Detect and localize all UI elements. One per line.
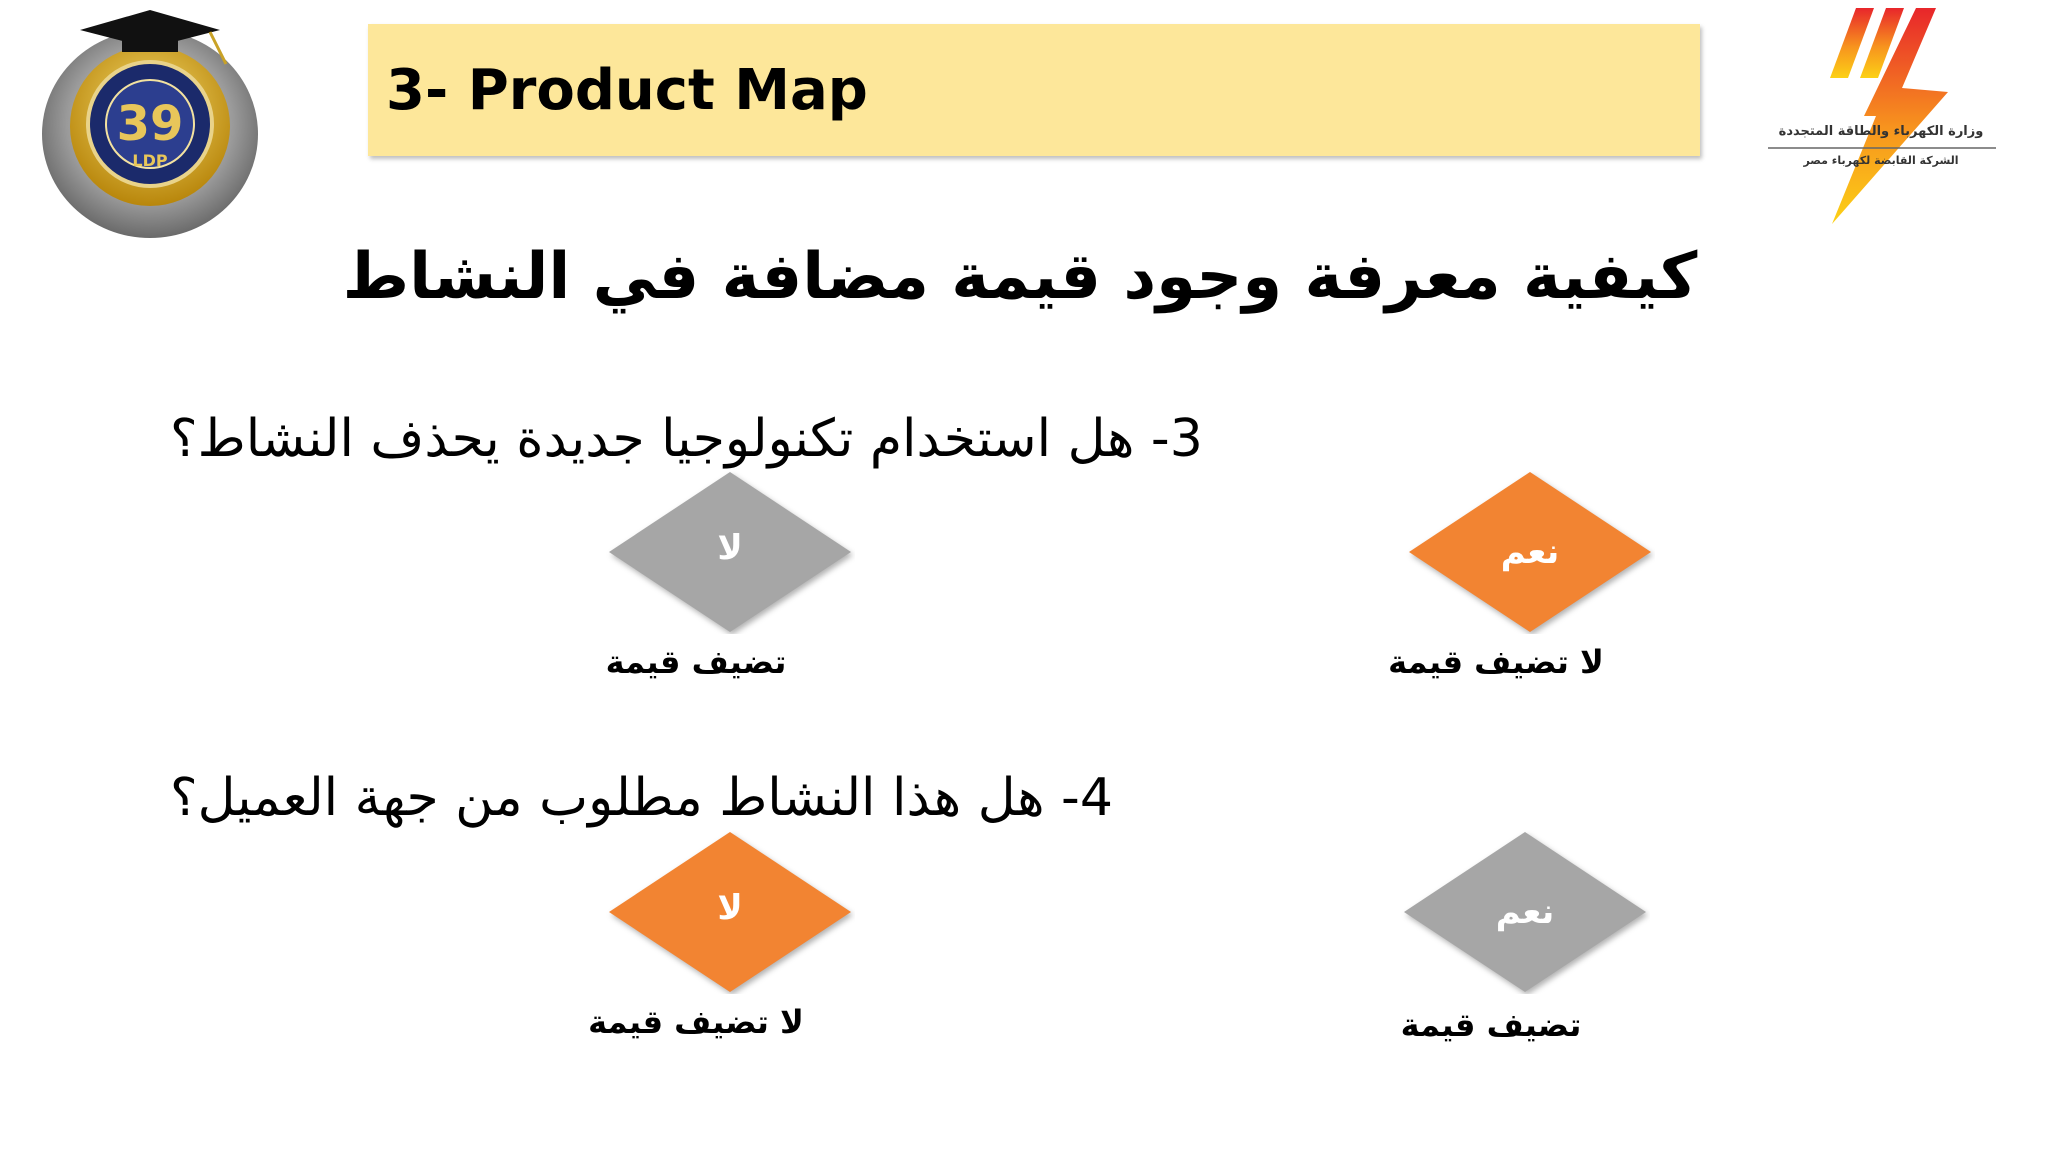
q2-yes-caption: تضيف قيمة <box>1400 1006 1582 1044</box>
q2-no-label: لا <box>717 888 743 928</box>
q1-no-diamond: لا <box>605 470 855 634</box>
q1-no-label: لا <box>717 528 743 568</box>
academy-emblem: 39 LDP <box>30 6 270 246</box>
q1-yes-diamond: نعم <box>1405 470 1655 634</box>
slide-heading: كيفية معرفة وجود قيمة مضافة في النشاط <box>342 240 1698 314</box>
ministry-logo: وزارة الكهرباء والطاقة المتجددة الشركة ا… <box>1752 6 2002 226</box>
emblem-number: 39 <box>117 96 184 152</box>
q1-yes-label: نعم <box>1500 532 1560 572</box>
q1-yes-caption: لا تضيف قيمة <box>1388 643 1604 681</box>
company-name: الشركة القابضة لكهرباء مصر <box>1803 154 1959 167</box>
q2-yes-label: نعم <box>1495 892 1555 932</box>
question-1: 3- هل استخدام تكنولوجيا جديدة يحذف النشا… <box>170 409 1203 469</box>
q2-no-diamond: لا <box>605 830 855 994</box>
emblem-subtext: LDP <box>132 151 167 170</box>
question-2: 4- هل هذا النشاط مطلوب من جهة العميل؟ <box>170 768 1113 828</box>
q2-no-caption: لا تضيف قيمة <box>588 1003 804 1041</box>
title-bar: 3- Product Map <box>368 24 1700 156</box>
page-title: 3- Product Map <box>386 57 868 123</box>
ministry-name: وزارة الكهرباء والطاقة المتجددة <box>1778 124 1984 139</box>
q1-no-caption: تضيف قيمة <box>605 643 787 681</box>
q2-yes-diamond: نعم <box>1400 830 1650 994</box>
